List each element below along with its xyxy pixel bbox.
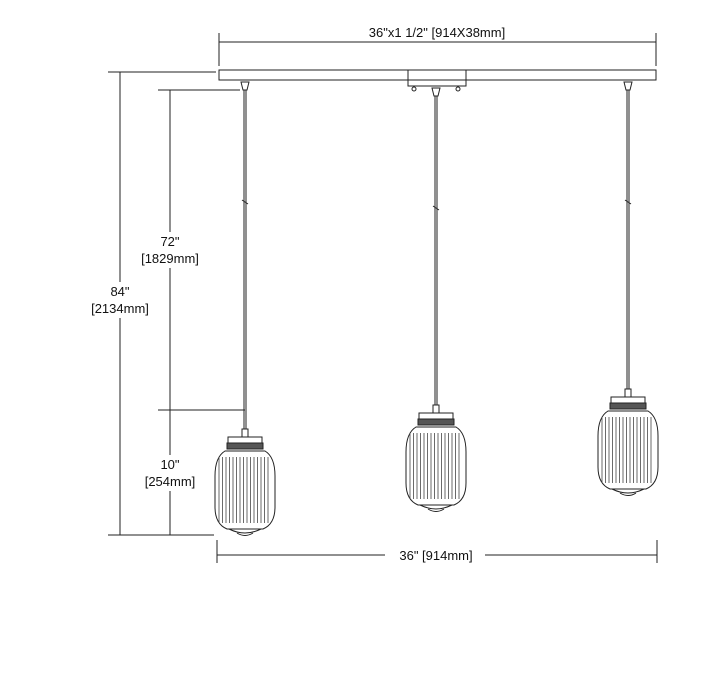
cord-length-dimension: 72" [1829mm] 10" [254mm]: [132, 89, 245, 535]
pendant-left: [214, 81, 276, 536]
pendants: [214, 81, 659, 536]
shade-height-in: 10": [160, 457, 179, 472]
cord-length-in: 72": [160, 234, 179, 249]
pendant-right: [597, 81, 659, 496]
canopy-bar: [218, 69, 657, 92]
canopy-dimension-label: 36"x1 1/2" [914X38mm]: [369, 25, 505, 40]
shade-height-mm: [254mm]: [145, 474, 196, 489]
canopy-width-dimension: 36"x1 1/2" [914X38mm]: [218, 25, 657, 66]
overall-height-mm: [2134mm]: [91, 301, 149, 316]
overall-width-dimension: 36" [914mm]: [216, 540, 658, 563]
overall-width-label: 36" [914mm]: [399, 548, 472, 563]
overall-height-dimension: 84" [2134mm]: [80, 71, 216, 536]
cord-length-mm: [1829mm]: [141, 251, 199, 266]
pendant-center: [405, 87, 467, 512]
overall-height-in: 84": [110, 284, 129, 299]
